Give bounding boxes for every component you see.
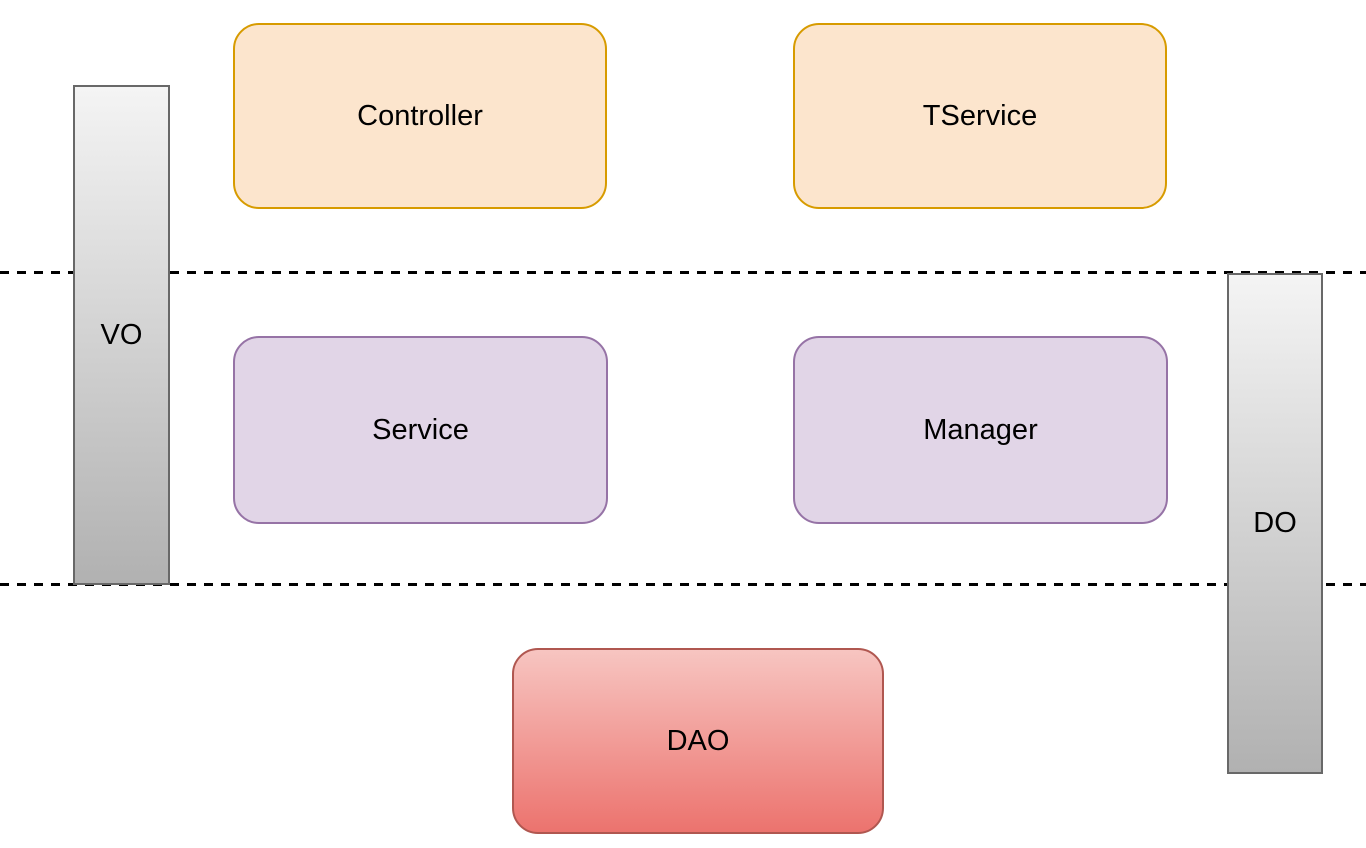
manager-node: Manager — [793, 336, 1168, 524]
do-bar: DO — [1227, 273, 1323, 774]
dao-node: DAO — [512, 648, 884, 834]
vo-bar-label: VO — [100, 318, 143, 351]
vo-bar: VO — [73, 85, 170, 585]
layer-divider-bottom — [0, 583, 1366, 586]
tservice-node: TService — [793, 23, 1167, 209]
layer-divider-top — [0, 271, 1366, 274]
tservice-node-label: TService — [922, 99, 1038, 132]
service-node-label: Service — [372, 413, 469, 446]
dao-node-label: DAO — [666, 724, 730, 757]
controller-node: Controller — [233, 23, 607, 209]
controller-node-label: Controller — [357, 99, 483, 132]
service-node: Service — [233, 336, 608, 524]
do-bar-label: DO — [1253, 507, 1297, 539]
manager-node-label: Manager — [923, 413, 1038, 446]
